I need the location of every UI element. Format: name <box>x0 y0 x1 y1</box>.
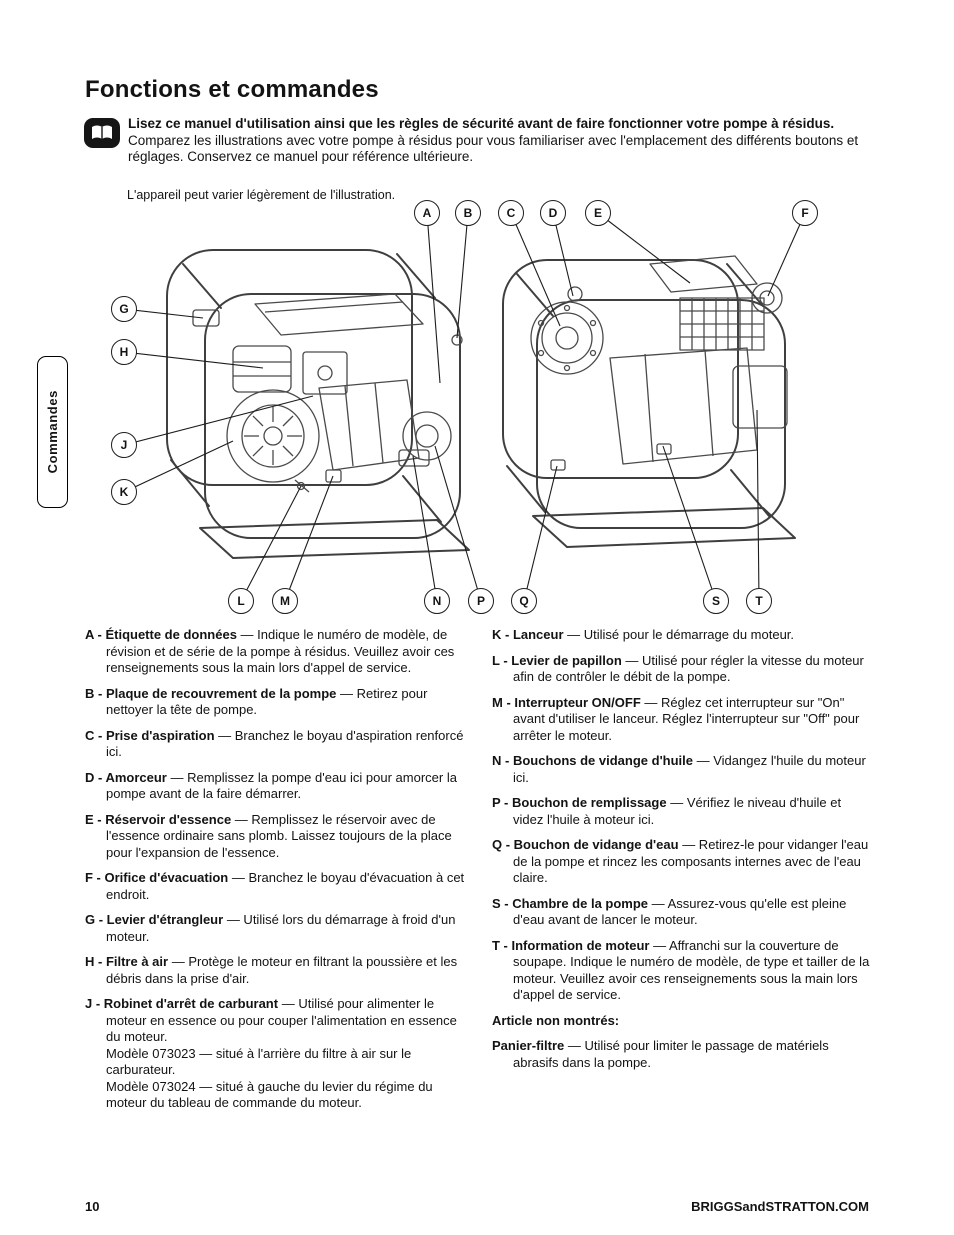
item-h-desc: — Protège le moteur en filtrant la pouss… <box>106 954 458 986</box>
item-q-desc: — Retirez-le pour vidanger l'eau de la p… <box>513 837 869 885</box>
callout-s: S <box>703 588 729 614</box>
item-k-desc: — Utilisé pour le démarrage du moteur. <box>567 627 795 642</box>
pump-illustration <box>123 212 806 602</box>
item-p-desc: — Vérifiez le niveau d'huile et videz l'… <box>513 795 842 827</box>
item-k: K - Lanceur — Utilisé pour le démarrage … <box>492 627 875 644</box>
page-number: 10 <box>85 1199 100 1214</box>
item-t-term: T - Information de moteur <box>492 937 650 953</box>
intro-block: Lisez ce manuel d'utilisation ainsi que … <box>84 116 878 166</box>
item-b: B - Plaque de recouvrement de la pompe —… <box>85 686 465 719</box>
item-l: L - Levier de papillon — Utilisé pour ré… <box>492 653 875 686</box>
item-panier-filtre: Panier-filtre — Utilisé pour limiter le … <box>492 1038 875 1071</box>
not-shown-heading: Article non montrés: <box>492 1012 620 1028</box>
item-c: C - Prise d'aspiration — Branchez le boy… <box>85 728 465 761</box>
item-c-term: C - Prise d'aspiration <box>85 727 215 743</box>
callout-c: C <box>498 200 524 226</box>
item-p: P - Bouchon de remplissage — Vérifiez le… <box>492 795 875 828</box>
callout-g: G <box>111 296 137 322</box>
illustration-note: L'appareil peut varier légèrement de l'i… <box>127 188 396 202</box>
callout-e: E <box>585 200 611 226</box>
left-pump <box>166 249 470 559</box>
intro-bold-sentence: Lisez ce manuel d'utilisation ainsi que … <box>128 116 835 131</box>
callout-q: Q <box>511 588 537 614</box>
callout-n: N <box>424 588 450 614</box>
item-e-term: E - Réservoir d'essence <box>85 811 232 827</box>
item-m: M - Interrupteur ON/OFF — Réglez cet int… <box>492 695 875 745</box>
item-n-term: N - Bouchons de vidange d'huile <box>492 753 693 768</box>
item-n-desc: — Vidangez l'huile du moteur ici. <box>513 753 866 785</box>
item-m-term: M - Interrupteur ON/OFF <box>492 694 641 710</box>
left-pump-details <box>192 293 463 493</box>
item-k-term: K - Lanceur <box>492 627 564 642</box>
item-j-desc: — Utilisé pour alimenter le moteur en es… <box>106 996 457 1110</box>
item-b-term: B - Plaque de recouvrement de la pompe <box>85 685 337 701</box>
item-q-term: Q - Bouchon de vidange d'eau <box>492 837 679 852</box>
item-h: H - Filtre à air — Protège le moteur en … <box>85 954 465 987</box>
side-tab-label: Commandes <box>45 390 60 474</box>
item-l-desc: — Utilisé pour régler la vitesse du mote… <box>513 652 864 685</box>
items-column-left: A - Étiquette de données — Indique le nu… <box>85 627 465 1121</box>
panier-filtre-desc: — Utilisé pour limiter le passage de mat… <box>513 1038 829 1070</box>
item-g-desc: — Utilisé lors du démarrage à froid d'un… <box>106 912 456 944</box>
pump-diagram: A B C D E F G H J K L M N P Q S T <box>105 198 845 618</box>
item-q: Q - Bouchon de vidange d'eau — Retirez-l… <box>492 837 875 887</box>
item-l-term: L - Levier de papillon <box>492 652 622 668</box>
intro-body: Comparez les illustrations avec votre po… <box>128 132 859 165</box>
item-h-term: H - Filtre à air <box>85 954 169 969</box>
callout-b: B <box>455 200 481 226</box>
item-a-desc: — Indique le numéro de modèle, de révisi… <box>106 627 455 675</box>
open-book-icon <box>84 118 120 148</box>
item-s-term: S - Chambre de la pompe <box>492 895 649 911</box>
panier-filtre-term: Panier-filtre <box>492 1038 565 1053</box>
callout-m: M <box>272 588 298 614</box>
callout-k: K <box>111 479 137 505</box>
item-d-term: D - Amorceur <box>85 769 167 785</box>
items-column-right: K - Lanceur — Utilisé pour le démarrage … <box>492 627 875 1080</box>
item-d-desc: — Remplissez la pompe d'eau ici pour amo… <box>106 769 457 802</box>
item-t-desc: — Affranchi sur la couverture de soupape… <box>513 937 870 1003</box>
item-e-desc: — Remplissez le réservoir avec de l'esse… <box>106 811 452 860</box>
item-j-term: J - Robinet d'arrêt de carburant <box>85 996 279 1011</box>
item-a-term: A - Étiquette de données <box>85 627 237 642</box>
footer-website: BRIGGSandSTRATTON.COM <box>691 1199 869 1214</box>
commandes-side-tab: Commandes <box>37 356 68 508</box>
callout-d: D <box>540 200 566 226</box>
item-g: G - Levier d'étrangleur — Utilisé lors d… <box>85 912 465 945</box>
item-c-desc: — Branchez le boyau d'aspiration renforc… <box>106 727 464 760</box>
item-e: E - Réservoir d'essence — Remplissez le … <box>85 812 465 862</box>
callout-t: T <box>746 588 772 614</box>
item-j: J - Robinet d'arrêt de carburant — Utili… <box>85 996 465 1112</box>
leader-lines <box>123 212 806 602</box>
callout-h: H <box>111 339 137 365</box>
item-s: S - Chambre de la pompe — Assurez-vous q… <box>492 896 875 929</box>
item-d: D - Amorceur — Remplissez la pompe d'eau… <box>85 770 465 803</box>
callout-p: P <box>468 588 494 614</box>
item-n: N - Bouchons de vidange d'huile — Vidang… <box>492 753 875 786</box>
intro-text: Lisez ce manuel d'utilisation ainsi que … <box>128 116 878 166</box>
callout-a: A <box>414 200 440 226</box>
item-t: T - Information de moteur — Affranchi su… <box>492 938 875 1004</box>
page-title: Fonctions et commandes <box>85 76 379 103</box>
callout-j: J <box>111 432 137 458</box>
callout-l: L <box>228 588 254 614</box>
item-f: F - Orifice d'évacuation — Branchez le b… <box>85 870 465 903</box>
item-f-desc: — Branchez le boyau d'évacuation à cet e… <box>106 870 465 902</box>
callout-f: F <box>792 200 818 226</box>
right-pump <box>502 259 796 548</box>
item-g-term: G - Levier d'étrangleur <box>85 912 224 927</box>
item-s-desc: — Assurez-vous qu'elle est pleine d'eau … <box>513 895 847 928</box>
item-p-term: P - Bouchon de remplissage <box>492 795 667 810</box>
item-b-desc: — Retirez pour nettoyer la tête de pompe… <box>106 685 428 718</box>
item-f-term: F - Orifice d'évacuation <box>85 870 229 885</box>
item-m-desc: — Réglez cet interrupteur sur "On" avant… <box>513 694 860 743</box>
item-a: A - Étiquette de données — Indique le nu… <box>85 627 465 677</box>
